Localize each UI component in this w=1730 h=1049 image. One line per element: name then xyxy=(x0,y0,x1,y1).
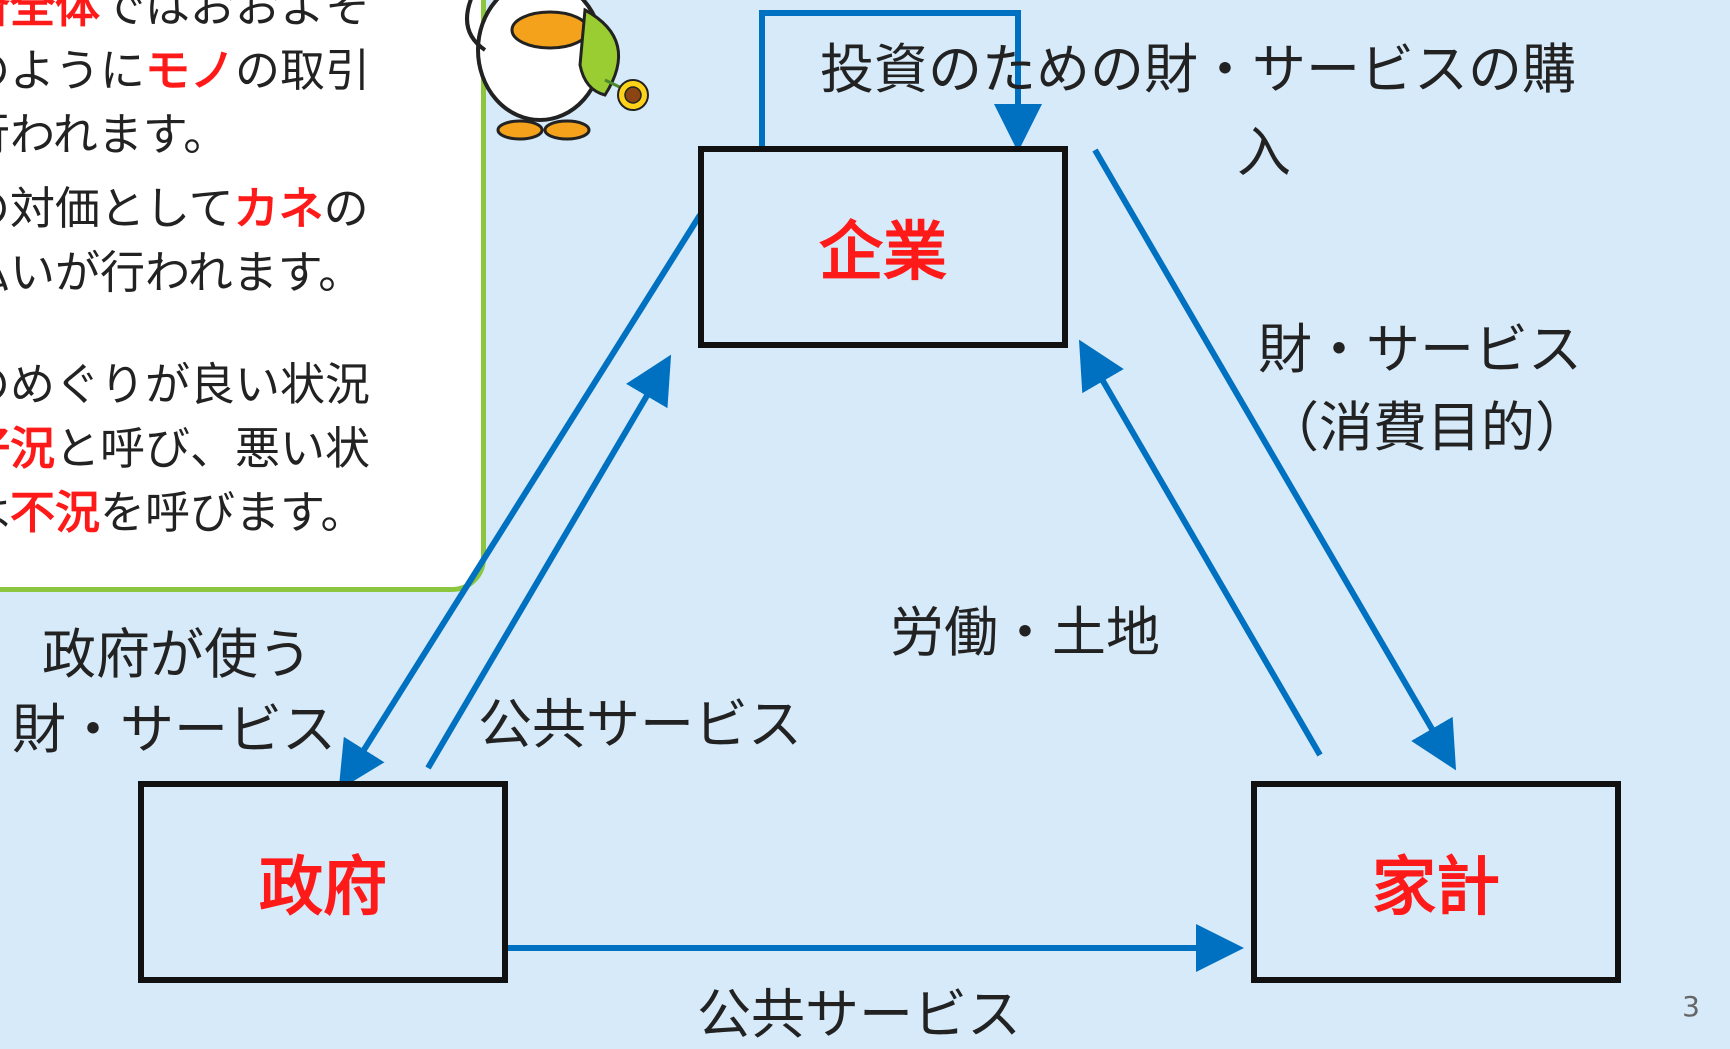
callout-text-segment: の xyxy=(323,182,369,235)
callout-paragraph: のめぐりが良い状況好況と呼び、悪い状は不況を呼びます。 xyxy=(0,353,425,545)
explanation-callout: 済全体ではおおよそのようにモノの取引行われます。の対価としてカネの払いが行われま… xyxy=(0,0,486,592)
callout-text-segment: のめぐりが良い状況 xyxy=(0,358,371,411)
firm-to-household-arrow xyxy=(1092,148,1457,771)
household-to-firm-arrow xyxy=(1078,339,1323,757)
public-service-up-label: 公共サービス xyxy=(478,693,802,756)
duck-mascot-icon xyxy=(465,0,649,141)
callout-paragraph: 済全体ではおおよそのようにモノの取引行われます。 xyxy=(0,0,425,167)
public-service-bottom-label: 公共サービス xyxy=(697,983,1021,1046)
consumer-goods-label-line1: 財・サービス xyxy=(1258,318,1582,381)
firm-to-government-arrow xyxy=(338,213,703,791)
callout-line: は不況を呼びます。 xyxy=(0,481,425,545)
callout-text-segment: と呼び、悪い状 xyxy=(55,422,371,475)
callout-text-segment: のように xyxy=(0,44,146,97)
callout-text-segment: は xyxy=(0,486,10,539)
firm-label: 企業 xyxy=(819,216,947,290)
consumer-goods-label-line2: （消費目的） xyxy=(1265,396,1589,459)
gov-uses-label-line2: 財・サービス xyxy=(12,698,336,761)
investment-label-line1: 投資のための財・サービスの購 xyxy=(820,38,1576,101)
callout-text-segment: 行われます。 xyxy=(0,108,229,161)
callout-text-segment: を呼びます。 xyxy=(100,486,366,539)
callout-text-segment: の取引 xyxy=(235,44,371,97)
gov-uses-label-line1: 政府が使う xyxy=(42,623,312,686)
investment-loop-arrow xyxy=(759,10,1042,152)
callout-text-segment: ではおおよそ xyxy=(100,0,371,33)
government-node: 政府 xyxy=(138,781,508,983)
highlight-term: 好況 xyxy=(0,422,56,475)
page-number: 3 xyxy=(1682,990,1700,1023)
household-label: 家計 xyxy=(1372,851,1500,925)
labor-land-label: 労働・土地 xyxy=(890,601,1160,664)
callout-line: の対価としてカネの xyxy=(0,177,425,241)
highlight-term: モノ xyxy=(145,44,236,97)
callout-line: 払いが行われます。 xyxy=(0,241,425,305)
highlight-term: 不況 xyxy=(10,486,101,539)
callout-line: 行われます。 xyxy=(0,103,425,167)
highlight-term: カネ xyxy=(233,182,324,235)
callout-line: のようにモノの取引 xyxy=(0,39,425,103)
highlight-term: 済全体 xyxy=(0,0,101,33)
callout-line: のめぐりが良い状況 xyxy=(0,353,425,417)
callout-paragraph: の対価としてカネの払いが行われます。 xyxy=(0,177,425,305)
investment-label-line2: 入 xyxy=(1237,121,1291,184)
firm-node: 企業 xyxy=(698,146,1068,348)
government-label: 政府 xyxy=(259,851,387,925)
callout-text-segment: 払いが行われます。 xyxy=(0,246,364,299)
callout-line: 済全体ではおおよそ xyxy=(0,0,425,39)
household-node: 家計 xyxy=(1251,781,1621,983)
callout-text-segment: の対価として xyxy=(0,182,234,235)
government-to-firm-arrow xyxy=(425,354,672,770)
callout-line: 好況と呼び、悪い状 xyxy=(0,417,425,481)
